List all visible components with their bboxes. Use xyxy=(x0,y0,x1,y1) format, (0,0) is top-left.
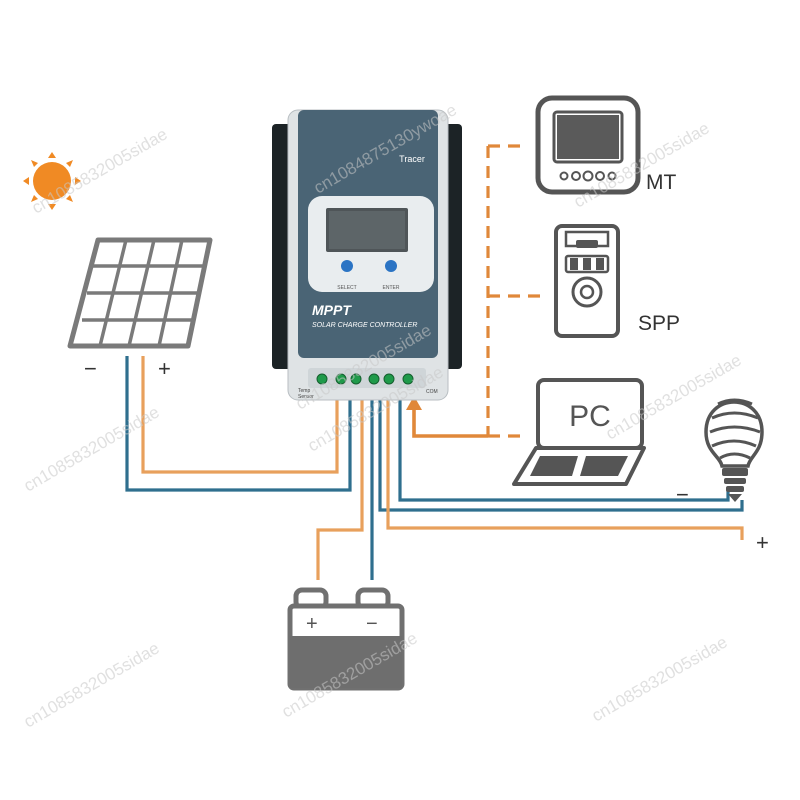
watermark: cn1085832005sidae xyxy=(21,402,163,495)
comm-wire-to-controller xyxy=(412,404,488,438)
panel-negative-label: − xyxy=(84,356,97,381)
panel-positive-label: + xyxy=(158,356,171,381)
battery-positive-wire xyxy=(316,396,364,580)
panel-negative-wire xyxy=(125,356,352,492)
enter-button[interactable] xyxy=(385,260,397,272)
panel-positive-wire xyxy=(141,356,339,474)
select-button[interactable] xyxy=(341,260,353,272)
pc-label: PC xyxy=(569,400,611,433)
watermark: cn1085832005sidae xyxy=(21,638,163,731)
mt-label: MT xyxy=(646,171,676,194)
enter-label: ENTER xyxy=(383,285,400,291)
load-positive-wire xyxy=(386,396,744,540)
temp-sensor-label-1: Temp xyxy=(298,388,310,394)
sun-icon xyxy=(23,152,81,210)
load-negative-wire xyxy=(378,396,744,512)
comm-arrow-head xyxy=(406,396,422,410)
charge-controller: Tracer SELECT ENTER MPPT SOLAR CHARGE CO… xyxy=(272,109,462,401)
com-wire xyxy=(398,396,730,502)
spp-device-icon xyxy=(554,224,620,338)
solar-panel-icon xyxy=(67,237,213,349)
temp-sensor-label-2: Sensor xyxy=(298,394,314,400)
watermark: cn1085832005sidae xyxy=(589,632,731,725)
com-label: COM xyxy=(426,389,438,395)
communication-bus xyxy=(486,144,540,438)
controller-brand: Tracer xyxy=(399,154,425,164)
wiring xyxy=(125,356,744,580)
battery-positive-label: + xyxy=(306,613,318,635)
light-bulb-icon xyxy=(704,398,764,502)
load-positive-label: + xyxy=(756,530,769,555)
load-negative-label: − xyxy=(676,482,689,507)
battery-icon xyxy=(287,587,405,691)
terminals xyxy=(316,373,414,385)
select-label: SELECT xyxy=(337,285,356,291)
pc-laptop-icon xyxy=(512,378,646,486)
controller-title: MPPT xyxy=(312,302,352,318)
spp-label: SPP xyxy=(638,312,680,335)
controller-subtitle: SOLAR CHARGE CONTROLLER xyxy=(312,322,417,329)
battery-negative-label: − xyxy=(366,613,378,635)
mt-device-icon xyxy=(535,95,641,195)
